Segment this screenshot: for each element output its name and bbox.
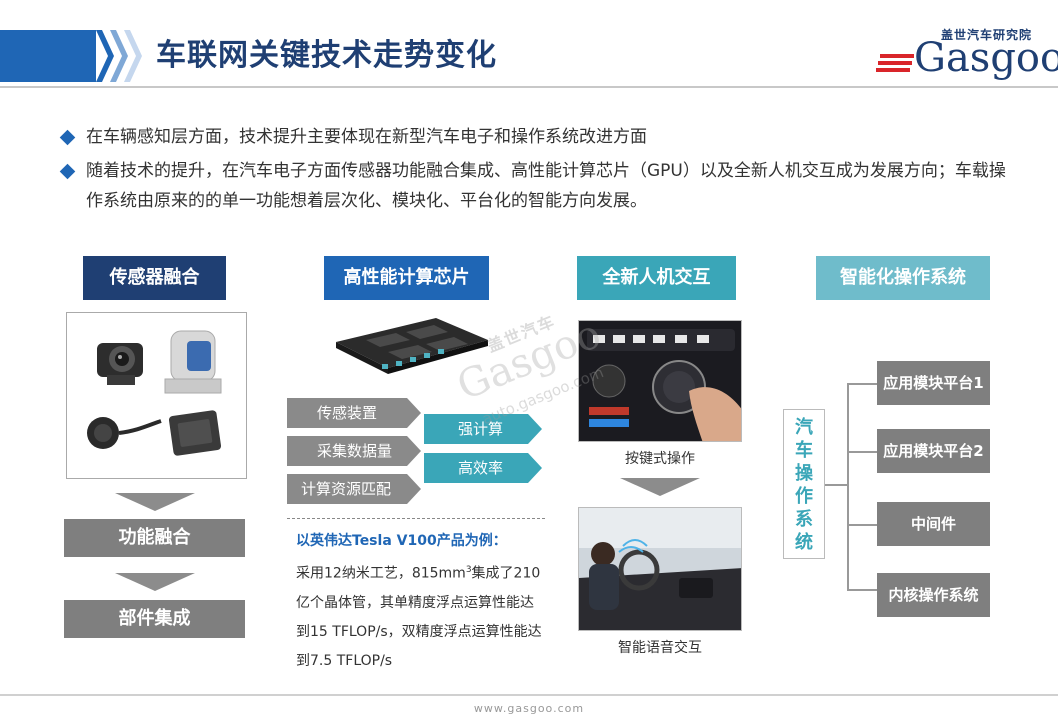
tesla-example-title: 以英伟达Tesla V100产品为例： <box>296 533 507 549</box>
function-fusion-box: 功能融合 <box>64 519 245 557</box>
chip-output-strong-compute: 强计算 <box>424 414 542 444</box>
os-app-platform-2: 应用模块平台2 <box>877 429 990 473</box>
os-middleware: 中间件 <box>877 502 990 546</box>
radar-module-icon <box>168 410 222 456</box>
sensor-devices-illustration <box>87 330 222 456</box>
hmi-header: 全新人机交互 <box>577 256 736 300</box>
header-divider <box>0 86 1058 88</box>
tesla-text-superscript: 3 <box>465 565 472 575</box>
header-chevron-1 <box>96 30 114 82</box>
os-kernel: 内核操作系统 <box>877 573 990 617</box>
os-header: 智能化操作系统 <box>816 256 990 300</box>
vehicle-os-text: 汽车操作系统 <box>795 417 813 553</box>
header-accent-bar <box>0 30 96 82</box>
header-chevron-3 <box>124 30 142 82</box>
diamond-bullet-icon <box>59 129 76 146</box>
lidar-icon <box>164 330 222 394</box>
bullet-item: 随着技术的提升，在汽车电子方面传感器功能融合集成、高性能计算芯片（GPU）以及全… <box>58 156 1018 216</box>
chip-header: 高性能计算芯片 <box>324 256 489 300</box>
camera-icon <box>97 343 143 385</box>
sensor-images-panel <box>66 312 247 479</box>
down-arrow-icon <box>115 573 195 591</box>
tree-branch <box>847 589 877 591</box>
voice-interaction-photo <box>578 507 742 631</box>
gasgoo-logo: 盖世汽车研究院 Gasgoo <box>872 20 1058 82</box>
header-chevron-2 <box>110 30 128 82</box>
component-integration-box: 部件集成 <box>64 600 245 638</box>
voice-interaction-caption: 智能语音交互 <box>618 640 702 656</box>
tree-branch <box>847 451 877 453</box>
tesla-example-text: 采用12纳米工艺，815mm3集成了210亿个晶体管，其单精度浮点运算性能达到1… <box>296 556 542 676</box>
dashed-divider <box>287 518 545 519</box>
tesla-text-part: 集成 <box>471 565 500 582</box>
ultrasonic-sensor-icon <box>87 417 162 449</box>
car-interior-icon <box>579 508 741 630</box>
logo-stripes-icon <box>876 54 914 72</box>
logo-wordmark: Gasgoo <box>914 35 1058 81</box>
diamond-bullet-icon <box>59 163 76 180</box>
chip-output-efficiency: 高效率 <box>424 453 542 483</box>
logo-chinese-text: 盖世汽车研究院 <box>940 28 1032 42</box>
button-operation-caption: 按键式操作 <box>625 451 695 467</box>
bullet-item: 在车辆感知层方面，技术提升主要体现在新型汽车电子和操作系统改进方面 <box>58 122 1018 152</box>
gpu-board-icon <box>336 318 488 374</box>
climate-control-panel-icon <box>579 321 741 441</box>
tree-trunk <box>847 383 849 590</box>
page-title: 车联网关键技术走势变化 <box>156 38 497 73</box>
chip-input-data-volume: 采集数据量 <box>287 436 421 466</box>
bullet-list: 在车辆感知层方面，技术提升主要体现在新型汽车电子和操作系统改进方面 随着技术的提… <box>58 122 1018 216</box>
sensor-fusion-header: 传感器融合 <box>83 256 226 300</box>
tree-branch <box>847 524 877 526</box>
chip-input-sensing: 传感装置 <box>287 398 421 428</box>
button-controls-photo <box>578 320 742 442</box>
vehicle-os-label: 汽车操作系统 <box>783 409 825 559</box>
bullet-text: 随着技术的提升，在汽车电子方面传感器功能融合集成、高性能计算芯片（GPU）以及全… <box>86 161 1006 211</box>
chip-input-compute-match: 计算资源匹配 <box>287 474 421 504</box>
watermark-chinese: 盖世汽车 <box>484 311 559 356</box>
footer-url: www.gasgoo.com <box>473 702 585 715</box>
down-arrow-icon <box>620 478 700 496</box>
os-app-platform-1: 应用模块平台1 <box>877 361 990 405</box>
bullet-text: 在车辆感知层方面，技术提升主要体现在新型汽车电子和操作系统改进方面 <box>86 127 647 147</box>
footer-divider <box>0 694 1058 696</box>
tree-connector <box>825 484 847 486</box>
tree-branch <box>847 383 877 385</box>
down-arrow-icon <box>115 493 195 511</box>
tesla-text-part: 了210亿个晶体管，其单精度浮点运算性能达到15 TFLOP/s，双精度浮点运算… <box>296 565 542 669</box>
tesla-text-part: 采用12纳米工艺，815mm <box>296 565 466 582</box>
